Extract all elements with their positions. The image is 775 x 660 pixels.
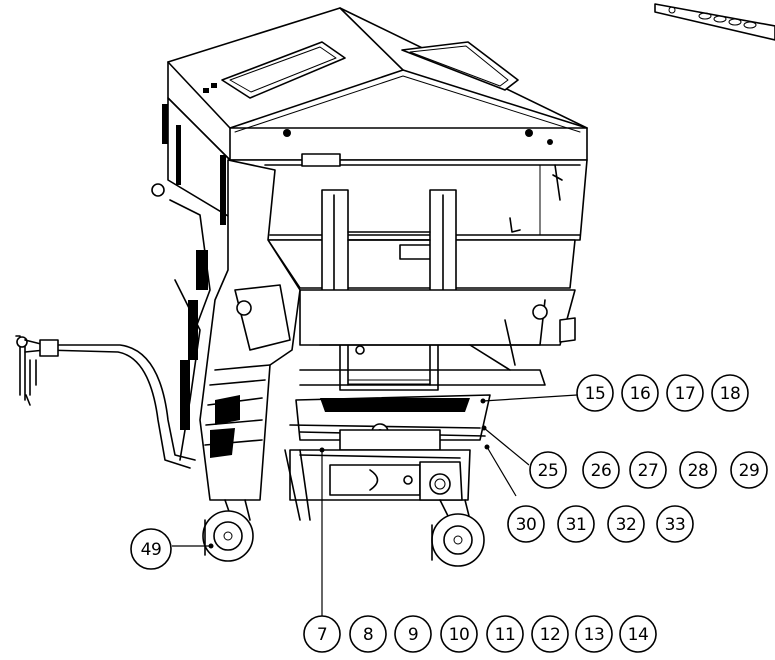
svg-text:14: 14 bbox=[628, 625, 649, 645]
svg-text:11: 11 bbox=[495, 625, 516, 645]
left-caster-wheel-illustration bbox=[202, 499, 254, 562]
balloon-17: 17 bbox=[666, 374, 704, 412]
svg-text:15: 15 bbox=[585, 384, 606, 404]
balloon-29: 29 bbox=[730, 451, 768, 489]
svg-text:16: 16 bbox=[630, 384, 651, 404]
partial-bracket-illustration bbox=[654, 3, 775, 41]
svg-text:7: 7 bbox=[317, 625, 327, 645]
hitch-arm-illustration bbox=[15, 335, 196, 469]
balloon-8: 8 bbox=[349, 615, 387, 653]
balloon-49: 49 bbox=[130, 528, 172, 570]
hopper-lid-illustration bbox=[167, 7, 588, 161]
balloon-10: 10 bbox=[440, 615, 478, 653]
svg-text:49: 49 bbox=[141, 540, 162, 560]
balloon-25: 25 bbox=[529, 451, 567, 489]
drive-assembly-illustration bbox=[289, 394, 491, 451]
svg-text:12: 12 bbox=[540, 625, 561, 645]
balloon-15: 15 bbox=[576, 374, 614, 412]
svg-text:9: 9 bbox=[408, 625, 418, 645]
balloon-26: 26 bbox=[582, 451, 620, 489]
balloon-31: 31 bbox=[557, 505, 595, 543]
axle-frame-illustration bbox=[284, 449, 471, 521]
svg-text:18: 18 bbox=[720, 384, 741, 404]
balloon-13: 13 bbox=[575, 615, 613, 653]
balloon-7: 7 bbox=[303, 615, 341, 653]
svg-text:26: 26 bbox=[591, 461, 612, 481]
svg-text:17: 17 bbox=[675, 384, 696, 404]
frame-illustration bbox=[299, 289, 576, 386]
balloon-12: 12 bbox=[531, 615, 569, 653]
svg-text:29: 29 bbox=[739, 461, 760, 481]
balloon-18: 18 bbox=[711, 374, 749, 412]
svg-text:28: 28 bbox=[688, 461, 709, 481]
svg-text:30: 30 bbox=[516, 515, 537, 535]
svg-text:8: 8 bbox=[363, 625, 373, 645]
balloon-27: 27 bbox=[629, 451, 667, 489]
balloon-16: 16 bbox=[621, 374, 659, 412]
leader-lines bbox=[172, 394, 578, 617]
right-caster-wheel-illustration bbox=[431, 499, 485, 567]
svg-text:27: 27 bbox=[638, 461, 659, 481]
balloon-14: 14 bbox=[619, 615, 657, 653]
balloon-11: 11 bbox=[486, 615, 524, 653]
svg-text:25: 25 bbox=[538, 461, 559, 481]
svg-text:31: 31 bbox=[566, 515, 587, 535]
balloon-28: 28 bbox=[679, 451, 717, 489]
svg-text:32: 32 bbox=[616, 515, 637, 535]
balloon-32: 32 bbox=[607, 505, 645, 543]
callout-balloons: 15 16 17 18 25 26 27 28 29 30 31 32 33 4… bbox=[130, 374, 768, 653]
svg-text:10: 10 bbox=[449, 625, 470, 645]
svg-text:13: 13 bbox=[584, 625, 605, 645]
balloon-30: 30 bbox=[507, 505, 545, 543]
side-guard-illustration bbox=[169, 159, 301, 501]
balloon-33: 33 bbox=[656, 505, 694, 543]
balloon-9: 9 bbox=[394, 615, 432, 653]
svg-text:33: 33 bbox=[665, 515, 686, 535]
